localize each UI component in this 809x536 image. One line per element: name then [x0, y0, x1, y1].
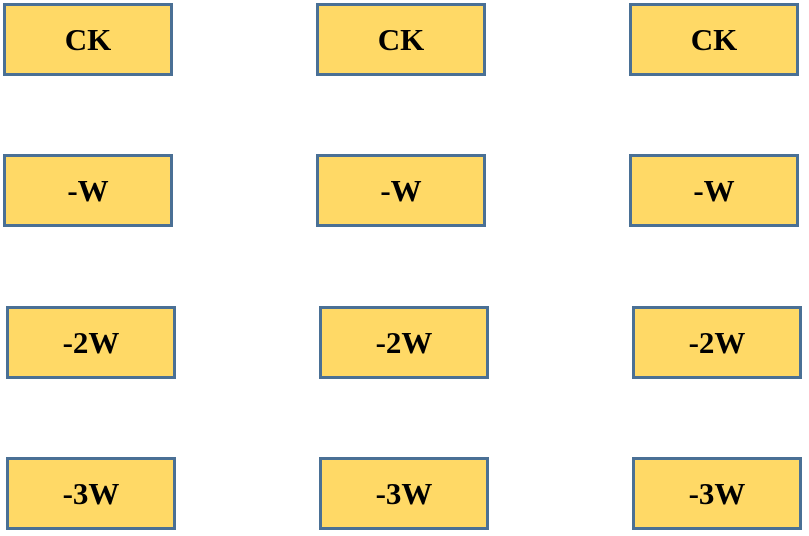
plot-box-minus-w: -W: [3, 154, 173, 227]
plot-box-minus-3w: -3W: [632, 457, 802, 530]
plot-box-minus-w: -W: [629, 154, 799, 227]
plot-box-minus-2w: -2W: [6, 306, 176, 379]
plot-box-minus-3w: -3W: [319, 457, 489, 530]
plot-box-minus-3w: -3W: [6, 457, 176, 530]
plot-box-minus-2w: -2W: [632, 306, 802, 379]
plot-box-minus-2w: -2W: [319, 306, 489, 379]
plot-box-ck: CK: [3, 3, 173, 76]
plot-box-ck: CK: [316, 3, 486, 76]
plot-box-ck: CK: [629, 3, 799, 76]
plot-box-minus-w: -W: [316, 154, 486, 227]
